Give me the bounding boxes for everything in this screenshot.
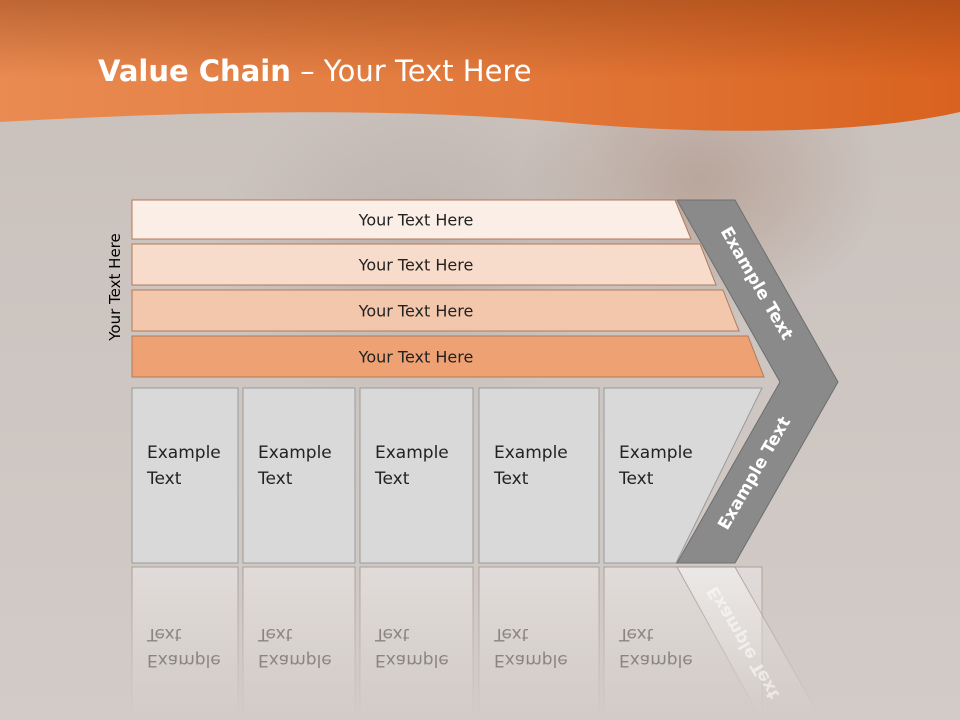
reflection-label-line2-2: Text [257, 624, 293, 644]
reflection-label-line1-2: Example [258, 650, 332, 670]
value-bar-2 [131, 243, 717, 286]
activity-label-line2-5: Text [618, 469, 654, 489]
reflection-label-line2-5: Text [618, 624, 654, 644]
activity-label-line2-4: Text [493, 469, 529, 489]
reflection-label-line1-1: Example [147, 650, 221, 670]
value-bar-4 [131, 335, 765, 378]
reflection-box-4 [478, 566, 600, 718]
activity-label-line1-1: Example [147, 443, 221, 463]
activity-box-4 [478, 387, 600, 564]
activity-label-line1-3: Example [375, 443, 449, 463]
page-title: Value Chain – Your Text Here [98, 54, 532, 88]
side-label: Your Text Here [106, 233, 124, 341]
title-rest: – Your Text Here [290, 54, 532, 88]
header-shade [0, 0, 960, 131]
activity-label-line1-2: Example [258, 443, 332, 463]
activity-label-line1-5: Example [619, 443, 693, 463]
reflection-box-2 [242, 566, 356, 718]
reflection-chevron [676, 566, 821, 718]
activity-label-line2-2: Text [257, 469, 293, 489]
value-bar-label-1: Your Text Here [358, 211, 474, 230]
reflection-label-line2-1: Text [146, 624, 182, 644]
reflection-label-line1-5: Example [619, 650, 693, 670]
value-bar-3 [131, 289, 740, 332]
title-bold: Value Chain [98, 54, 291, 88]
reflection-label-line2-4: Text [493, 624, 529, 644]
activity-box-2 [242, 387, 356, 564]
activity-box-5 [603, 387, 763, 564]
activity-label-line2-3: Text [374, 469, 410, 489]
reflection-label-line2-3: Text [374, 624, 410, 644]
activity-label-line2-1: Text [146, 469, 182, 489]
reflection-label-line1-3: Example [375, 650, 449, 670]
value-bar-1 [131, 199, 692, 240]
reflection-box-1 [131, 566, 239, 718]
value-bar-label-4: Your Text Here [358, 348, 474, 367]
margin-chevron [676, 199, 839, 564]
activity-label-line1-4: Example [494, 443, 568, 463]
value-bar-label-2: Your Text Here [358, 256, 474, 275]
value-bar-label-3: Your Text Here [358, 302, 474, 321]
reflection-box-3 [359, 566, 474, 718]
reflection-label-line1-4: Example [494, 650, 568, 670]
activity-box-1 [131, 387, 239, 564]
activity-box-3 [359, 387, 474, 564]
